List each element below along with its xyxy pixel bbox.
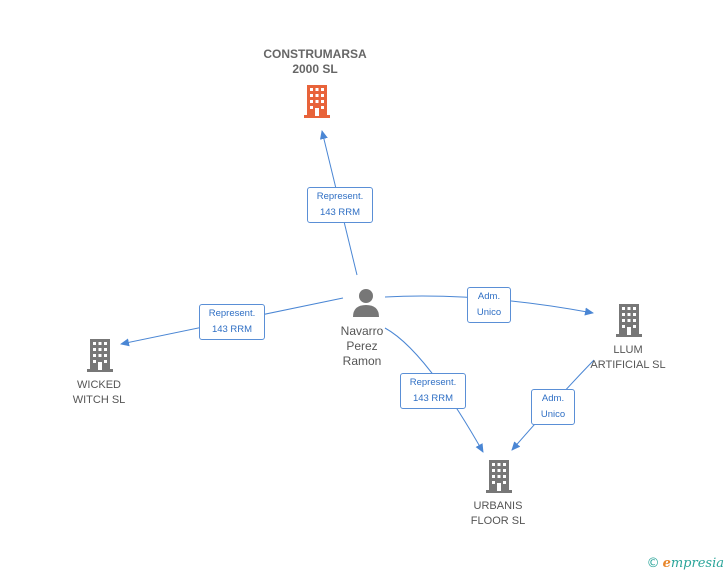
edge-label-wicked-witch-role: Represent. (208, 308, 256, 319)
person-label: Navarro Perez Ramon (341, 324, 384, 369)
person-label-line1: Navarro (340, 324, 384, 338)
edge-label-llum-artificial[interactable]: Adm. Unico (467, 287, 511, 323)
wicked-witch-label-line1: WICKED (77, 379, 121, 391)
construmarsa-label-line1: CONSTRUMARSA (263, 47, 367, 61)
building-icon[interactable] (614, 303, 644, 337)
person-icon[interactable] (352, 288, 380, 318)
edge-label-urbanis-floor-role: Represent. (409, 377, 457, 388)
edge-label-llum-to-urbanis[interactable]: Adm. Unico (531, 389, 575, 425)
brand-name: mpresia (670, 556, 724, 571)
brand-initial: e (662, 556, 671, 571)
edge-label-wicked-witch-detail: 143 RRM (211, 324, 253, 335)
construmarsa-label-line2: 2000 SL (292, 62, 338, 76)
edge-label-construmarsa[interactable]: Represent. 143 RRM (307, 187, 373, 223)
edge-label-llum-to-urbanis-role: Adm. (541, 393, 565, 404)
building-icon[interactable] (85, 338, 115, 372)
llum-artificial-label-line2: ARTIFICIAL SL (590, 359, 666, 371)
llum-artificial-label: LLUM ARTIFICIAL SL (590, 343, 665, 373)
edge-label-construmarsa-detail: 143 RRM (319, 207, 361, 218)
empresia-logo[interactable]: ©empresia (647, 556, 724, 571)
urbanis-floor-label-line1: URBANIS (473, 500, 523, 512)
wicked-witch-label: WICKED WITCH SL (73, 378, 126, 408)
edge-label-llum-artificial-role: Adm. (477, 291, 501, 302)
person-label-line3: Ramon (342, 354, 382, 368)
edge-label-llum-artificial-detail: Unico (476, 307, 502, 318)
edge-label-wicked-witch[interactable]: Represent. 143 RRM (199, 304, 265, 340)
edge-label-construmarsa-role: Represent. (316, 191, 364, 202)
person-label-line2: Perez (346, 339, 378, 353)
copyright-icon: © (646, 556, 660, 571)
edge-person-to-urbanis (384, 327, 484, 453)
urbanis-floor-label-line2: FLOOR SL (470, 515, 526, 527)
llum-artificial-label-line1: LLUM (613, 344, 643, 356)
wicked-witch-label-line2: WITCH SL (72, 394, 126, 406)
building-icon[interactable] (484, 459, 514, 493)
urbanis-floor-label: URBANIS FLOOR SL (471, 499, 525, 529)
edge-label-urbanis-floor[interactable]: Represent. 143 RRM (400, 373, 466, 409)
edge-label-urbanis-floor-detail: 143 RRM (412, 393, 454, 404)
construmarsa-label: CONSTRUMARSA 2000 SL (263, 47, 366, 77)
building-icon[interactable] (302, 84, 332, 118)
edge-label-llum-to-urbanis-detail: Unico (540, 409, 566, 420)
